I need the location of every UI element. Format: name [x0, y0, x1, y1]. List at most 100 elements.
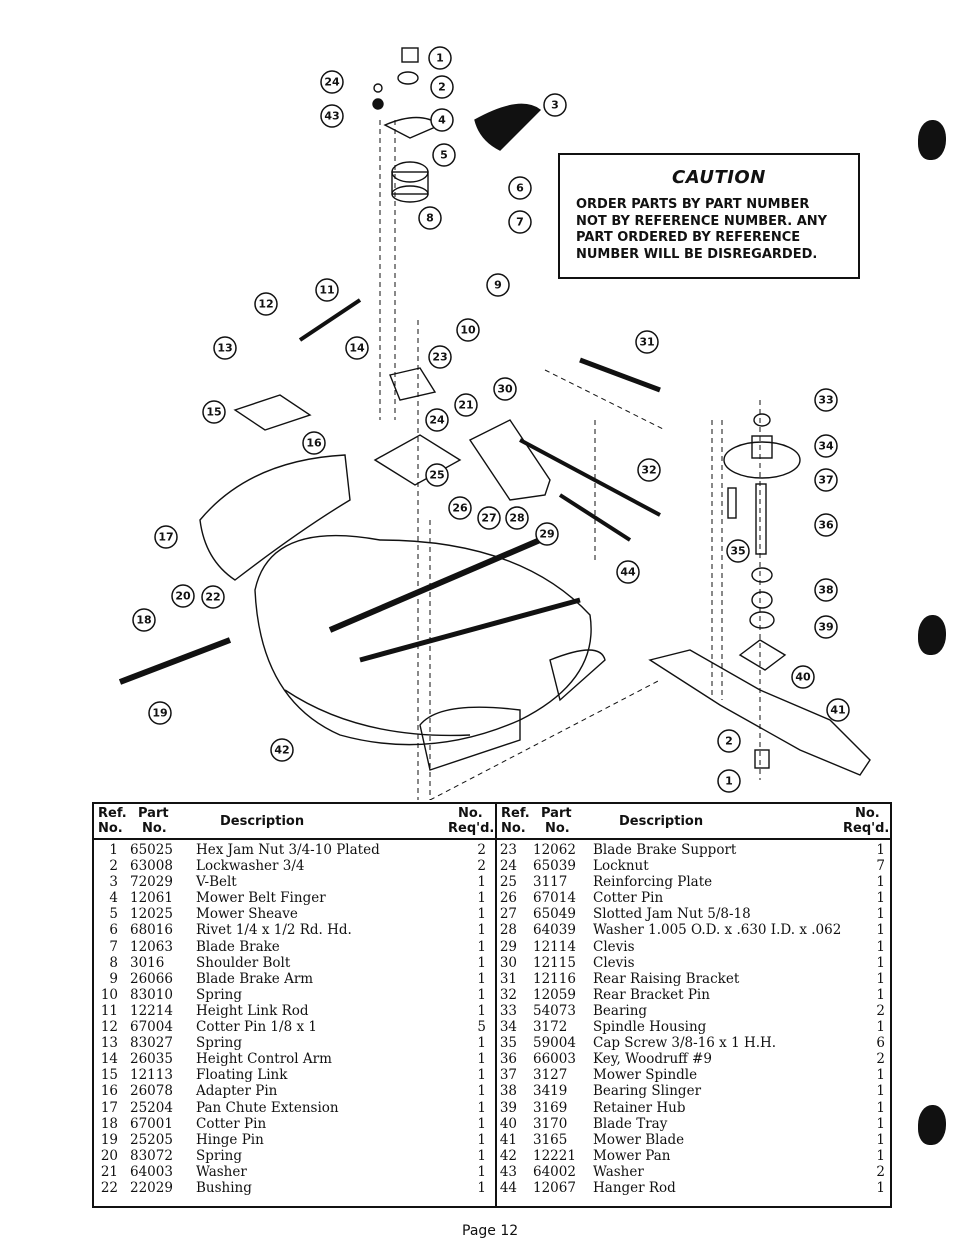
ref-number: 5 — [109, 906, 118, 923]
part-number: 72029 — [130, 874, 173, 891]
part-number: 83010 — [130, 986, 173, 1003]
part-description: Blade Tray — [593, 1115, 668, 1132]
part-number: 59004 — [533, 1035, 576, 1052]
header-req-no: No. — [458, 806, 483, 821]
part-description: Bearing Slinger — [593, 1083, 702, 1100]
part-description: Rear Raising Bracket — [593, 970, 740, 987]
svg-text:25: 25 — [429, 469, 444, 482]
part-number: 12062 — [533, 842, 576, 858]
quantity-required: 1 — [876, 922, 885, 939]
part-number: 65049 — [533, 906, 576, 923]
ref-number: 6 — [109, 922, 118, 939]
svg-text:7: 7 — [516, 216, 524, 229]
svg-text:24: 24 — [429, 414, 445, 427]
part-number: 65039 — [533, 858, 576, 875]
part-number: 3117 — [533, 874, 568, 891]
quantity-required: 1 — [876, 1083, 885, 1100]
ref-number: 16 — [100, 1083, 118, 1100]
svg-text:22: 22 — [205, 591, 220, 604]
ref-number: 44 — [499, 1179, 517, 1196]
part-description: Cotter Pin — [196, 1115, 267, 1132]
caution-line: PART ORDERED BY REFERENCE — [576, 230, 801, 245]
part-number: 12067 — [533, 1179, 576, 1196]
ref-number: 37 — [499, 1067, 517, 1084]
part-number: 12061 — [130, 890, 173, 907]
part-description: Mower Blade — [593, 1131, 685, 1148]
ref-number: 18 — [100, 1115, 118, 1132]
parts-column-right: Ref. No. Part No. Description No. Req'd.… — [495, 804, 892, 1206]
part-description: Hanger Rod — [593, 1179, 676, 1196]
caution-line: NOT BY REFERENCE NUMBER. ANY — [576, 213, 828, 229]
part-description: Spring — [196, 986, 242, 1003]
svg-text:34: 34 — [818, 440, 834, 453]
header-ref: Ref. — [98, 806, 127, 821]
part-number: 25205 — [130, 1131, 173, 1148]
part-number: 64003 — [130, 1163, 173, 1180]
part-number: 3419 — [533, 1083, 568, 1100]
svg-text:29: 29 — [539, 528, 554, 541]
svg-text:30: 30 — [497, 383, 513, 396]
header-ref-no: No. — [98, 821, 123, 836]
table-header: Ref. No. Part No. Description No. Req'd. — [497, 804, 892, 840]
part-number: 3169 — [533, 1099, 568, 1116]
part-description: Blade Brake Arm — [196, 970, 314, 987]
part-number: 67001 — [130, 1115, 173, 1132]
quantity-required: 1 — [876, 906, 885, 923]
part-description: Retainer Hub — [593, 1099, 686, 1116]
part-description: Height Link Rod — [196, 1002, 309, 1019]
svg-text:38: 38 — [818, 584, 833, 597]
page-number: Page 12 — [462, 1223, 519, 1239]
svg-text:20: 20 — [175, 590, 191, 603]
header-description: Description — [619, 814, 704, 829]
quantity-required: 1 — [477, 1179, 486, 1196]
ref-number: 3 — [109, 874, 118, 891]
quantity-required: 1 — [477, 986, 486, 1003]
svg-text:21: 21 — [458, 399, 473, 412]
part-description: Washer — [593, 1163, 644, 1180]
part-number: 3172 — [533, 1019, 568, 1036]
part-number: 63008 — [130, 858, 173, 875]
ref-number: 36 — [499, 1051, 517, 1068]
svg-text:19: 19 — [152, 707, 167, 720]
ref-number: 23 — [499, 842, 517, 858]
header-ref-no: No. — [501, 821, 526, 836]
svg-text:33: 33 — [818, 394, 833, 407]
quantity-required: 1 — [477, 922, 486, 939]
ref-number: 43 — [499, 1163, 517, 1180]
part-number: 65025 — [130, 842, 173, 858]
caution-box: CAUTION ORDER PARTS BY PART NUMBER NOT B… — [558, 153, 860, 279]
svg-text:24: 24 — [324, 76, 340, 89]
ref-number: 33 — [499, 1002, 517, 1019]
svg-text:37: 37 — [818, 474, 833, 487]
part-number: 67004 — [130, 1019, 173, 1036]
quantity-required: 2 — [477, 842, 486, 858]
part-description: Cap Screw 3/8-16 x 1 H.H. — [593, 1035, 777, 1052]
ref-number: 1 — [109, 842, 118, 858]
part-number: 66003 — [533, 1051, 576, 1068]
quantity-required: 5 — [477, 1019, 486, 1036]
ref-number: 38 — [499, 1083, 517, 1100]
ref-number: 35 — [499, 1035, 517, 1052]
svg-text:35: 35 — [730, 545, 745, 558]
ref-number: 12 — [100, 1019, 118, 1036]
svg-text:9: 9 — [494, 279, 502, 292]
ref-number: 25 — [499, 874, 517, 891]
svg-text:27: 27 — [481, 512, 496, 525]
part-number: 26035 — [130, 1051, 173, 1068]
part-description: Blade Brake — [196, 938, 280, 955]
parts-column-left: Ref. No. Part No. Description No. Req'd.… — [94, 804, 495, 1206]
quantity-required: 2 — [876, 1051, 885, 1068]
